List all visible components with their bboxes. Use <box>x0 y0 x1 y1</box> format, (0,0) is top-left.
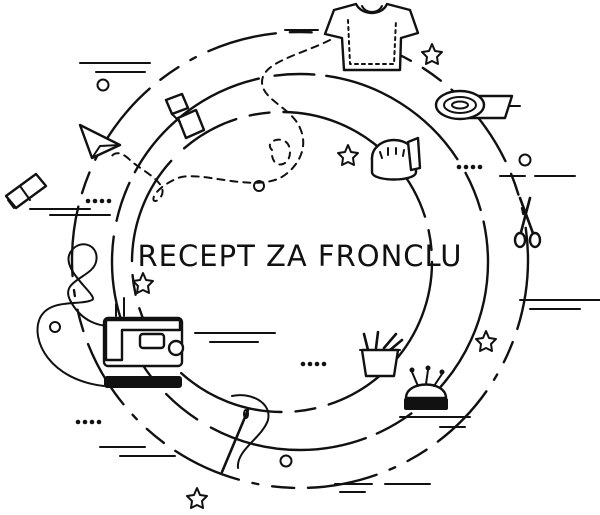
dot-circle <box>96 78 110 92</box>
outer-dashed-ring <box>70 30 530 490</box>
needle-thread-icon <box>220 394 270 474</box>
paper-plane-icon <box>78 123 122 160</box>
dashed-loop <box>268 138 291 166</box>
pin-cushion-icon <box>404 365 448 410</box>
middle-ring <box>110 72 490 452</box>
dot-circle <box>49 321 61 333</box>
dot-circle <box>279 454 293 468</box>
thread-dot <box>253 180 265 192</box>
fabric-roll-icon <box>434 89 514 121</box>
ellipsis-dots <box>75 164 483 425</box>
measuring-tape-icon <box>370 136 422 181</box>
pencil-cup-icon <box>359 330 404 378</box>
star-icon <box>132 43 497 509</box>
thread-spool-icon <box>164 92 206 140</box>
line-accents <box>29 29 600 493</box>
scissors-icon <box>513 196 542 249</box>
inner-ring <box>130 110 434 414</box>
chalk-icon <box>4 172 48 210</box>
t-shirt-icon <box>323 2 420 72</box>
sewing-machine-icon <box>36 243 185 388</box>
page-title: RECEPT ZA FRONCLU <box>137 239 463 273</box>
dashed-thread-path <box>109 39 331 202</box>
dot-circle <box>518 153 532 167</box>
